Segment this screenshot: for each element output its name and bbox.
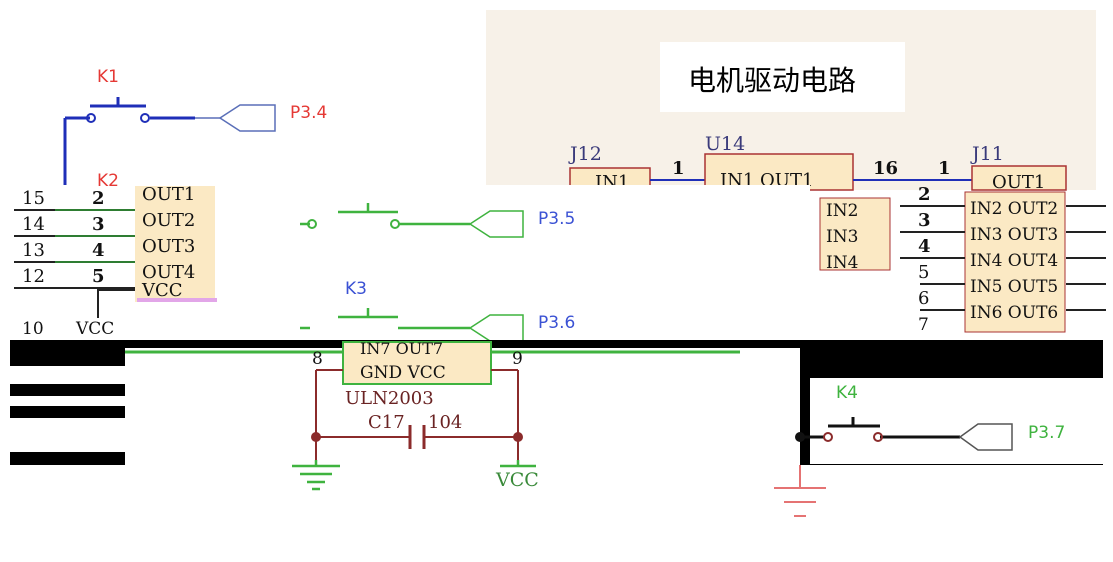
left-pin-13-label: OUT3 bbox=[142, 236, 195, 257]
k1-switch-symbol bbox=[63, 97, 195, 190]
left-vcc-bottom-label: VCC bbox=[75, 319, 114, 339]
white-gap-left-2 bbox=[10, 396, 125, 406]
white-gap-left-3 bbox=[10, 418, 125, 452]
uln2003-part-label: ULN2003 bbox=[345, 388, 434, 409]
uln2003-in7-out7: IN7 OUT7 bbox=[360, 339, 443, 358]
uln2003-pin9: 9 bbox=[512, 349, 523, 369]
k4-contact-right bbox=[873, 432, 883, 442]
capacitor-value: 104 bbox=[428, 412, 462, 433]
left-pin-10-label: 10 bbox=[22, 319, 44, 339]
vcc-label-bottom: VCC bbox=[495, 469, 539, 491]
j11-pin-5-number: 5 bbox=[918, 262, 929, 283]
left-pin-14-left: 14 bbox=[22, 214, 45, 235]
white-gap-right bbox=[810, 378, 1103, 464]
k1-contact-right bbox=[140, 113, 150, 123]
left-pin-15-left: 15 bbox=[22, 188, 45, 209]
k2-ref: K2 bbox=[97, 171, 119, 191]
left-pin-13-right: 4 bbox=[92, 240, 105, 261]
k2-switch-symbol bbox=[300, 203, 470, 226]
vcc-symbol-right bbox=[500, 460, 536, 468]
k1-ref: K1 bbox=[97, 67, 119, 87]
j11-body bbox=[964, 191, 1066, 333]
left-connector bbox=[14, 186, 217, 336]
u14-input-in4: IN4 bbox=[826, 253, 858, 273]
k2-port-label: P3.5 bbox=[538, 209, 575, 229]
capacitor-ref: C17 bbox=[368, 412, 405, 433]
j11-pin-5-label: IN5 OUT5 bbox=[970, 277, 1058, 297]
power-rails bbox=[315, 369, 519, 460]
k1-port-flag bbox=[218, 104, 276, 132]
k2-contact-left bbox=[307, 219, 317, 229]
junction-right bbox=[513, 432, 523, 442]
left-vcc-label: VCC bbox=[141, 280, 183, 301]
k3-switch-symbol bbox=[300, 308, 470, 330]
left-pin-14-label: OUT2 bbox=[142, 210, 195, 231]
j11-pin-7-number: 7 bbox=[918, 315, 929, 335]
u14-ref: U14 bbox=[705, 133, 745, 155]
j11-pin-2-label: IN2 OUT2 bbox=[970, 199, 1058, 219]
k3-port-flag bbox=[468, 314, 524, 342]
junction-left bbox=[311, 432, 321, 442]
j11-pin-wires bbox=[900, 205, 1106, 311]
k4-port-flag bbox=[958, 423, 1013, 451]
j12-ref: J12 bbox=[568, 143, 602, 165]
j11-pin-4-label: IN4 OUT4 bbox=[970, 251, 1058, 271]
k2-port-flag bbox=[468, 210, 524, 238]
left-pin-12-label: OUT4 bbox=[142, 262, 195, 283]
j11-pin-3-number: 3 bbox=[918, 210, 931, 231]
left-pin-13-left: 13 bbox=[22, 240, 45, 261]
j11-pin-6-label: IN6 OUT6 bbox=[970, 303, 1058, 323]
j11-pin-4-number: 4 bbox=[918, 236, 931, 257]
left-pin-12-left: 12 bbox=[22, 266, 45, 287]
u14-input-in2: IN2 bbox=[826, 201, 858, 221]
u14-input-in3: IN3 bbox=[826, 227, 858, 247]
uln2003-body bbox=[342, 341, 492, 385]
white-gap-left-1 bbox=[10, 366, 125, 384]
title-box bbox=[660, 42, 905, 112]
j11-pin1-number: 1 bbox=[938, 158, 951, 179]
k4-ref: K4 bbox=[836, 383, 858, 403]
k4-port-label: P3.7 bbox=[1028, 423, 1065, 443]
uln2003-pin8: 8 bbox=[312, 349, 323, 369]
left-pin-12-right: 5 bbox=[92, 266, 105, 287]
u14-pin1-number: 1 bbox=[672, 158, 685, 179]
u14-inputs-block bbox=[819, 197, 891, 271]
k2-contact-right bbox=[390, 219, 400, 229]
left-pin-14-right: 3 bbox=[92, 214, 105, 235]
diagram-title: 电机驱动电路 bbox=[688, 64, 856, 97]
k4-contact-left bbox=[823, 432, 833, 442]
gnd-symbol-left bbox=[292, 460, 340, 491]
k4-junction bbox=[795, 432, 805, 442]
k1-port-label: P3.4 bbox=[290, 103, 327, 123]
uln2003-gnd-vcc: GND VCC bbox=[360, 363, 446, 383]
left-pin-15-right: 2 bbox=[92, 188, 105, 209]
j11-pin-3-label: IN3 OUT3 bbox=[970, 225, 1058, 245]
k3-ref: K3 bbox=[345, 279, 367, 299]
j11-ref: J11 bbox=[970, 143, 1004, 165]
j11-pin1-label: OUT1 bbox=[992, 172, 1045, 193]
k1-contact-left bbox=[86, 113, 96, 123]
gnd-symbol-right bbox=[774, 465, 826, 517]
k3-port-label: P3.6 bbox=[538, 313, 575, 333]
j11-pin-2-number: 2 bbox=[918, 184, 931, 205]
j11-body-top bbox=[971, 165, 1067, 191]
left-pin-15-label: OUT1 bbox=[142, 184, 195, 205]
u14-pin16-number: 16 bbox=[873, 158, 898, 179]
j11-pin-6-number: 6 bbox=[918, 288, 929, 309]
